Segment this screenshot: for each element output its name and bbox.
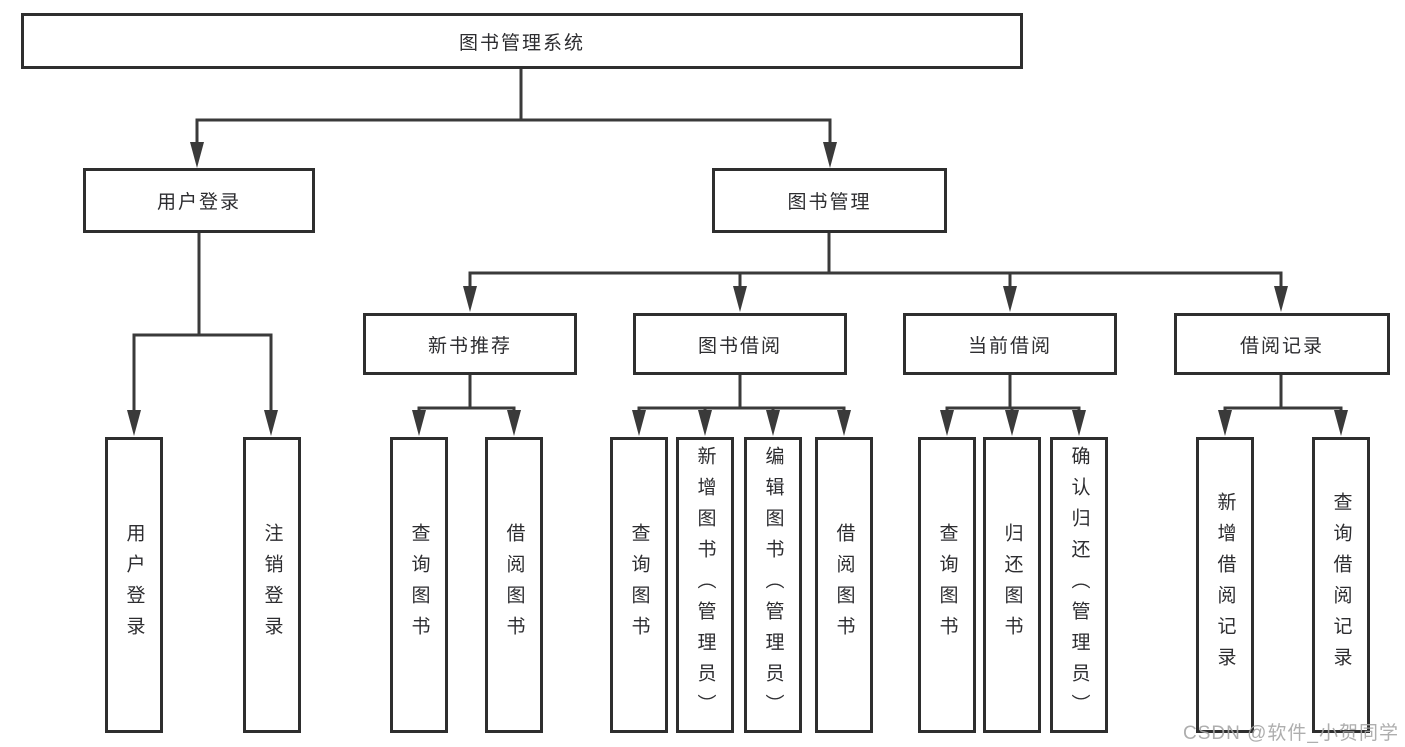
node-label: 查询图书 xyxy=(408,523,430,647)
node-label: 借阅图书 xyxy=(503,523,525,647)
arrowhead-book-management xyxy=(823,142,837,168)
arrowhead-user-login xyxy=(190,142,204,168)
arrowhead-current-borrowing xyxy=(1003,286,1017,312)
node-borrowing-records: 借阅记录 xyxy=(1174,313,1390,375)
node-label: 查询图书 xyxy=(936,523,958,647)
node-label: 图书管理 xyxy=(787,192,872,213)
node-query-books-3: 查询图书 xyxy=(918,437,976,733)
arrowhead-add-books xyxy=(698,410,712,436)
node-label: 用户登录 xyxy=(156,192,241,213)
node-label: 图书借阅 xyxy=(697,335,782,357)
node-label: 确认归还（管理员） xyxy=(1068,445,1090,725)
arrowhead-confirm-return xyxy=(1072,410,1086,436)
connector-level2-bar xyxy=(195,118,832,144)
arrowhead-add-borrow-record xyxy=(1218,410,1232,436)
arrowhead-query-books-3 xyxy=(940,410,954,436)
node-query-books-1: 查询图书 xyxy=(390,437,448,733)
node-borrow-books-1: 借阅图书 xyxy=(485,437,543,733)
connector-current-borrowing-bar xyxy=(945,406,1081,412)
connector-borrowing-records-bar xyxy=(1223,406,1343,412)
node-label: 新增借阅记录 xyxy=(1214,492,1236,678)
arrowhead-query-borrow-record xyxy=(1334,410,1348,436)
node-label: 查询图书 xyxy=(628,523,650,647)
node-label: 借阅图书 xyxy=(833,523,855,647)
arrowhead-borrow-books-1 xyxy=(507,410,521,436)
arrowhead-leaf-logout xyxy=(264,410,278,436)
arrowhead-leaf-user-login xyxy=(127,410,141,436)
node-label: 注销登录 xyxy=(261,523,283,647)
connector-user-login-bar xyxy=(132,333,273,412)
arrowhead-book-borrowing xyxy=(733,286,747,312)
node-borrow-books-2: 借阅图书 xyxy=(815,437,873,733)
node-query-books-2: 查询图书 xyxy=(610,437,668,733)
node-label: 当前借阅 xyxy=(967,335,1052,357)
node-add-borrow-record: 新增借阅记录 xyxy=(1196,437,1254,733)
node-return-books: 归还图书 xyxy=(983,437,1041,733)
node-label: 新增图书（管理员） xyxy=(694,445,716,725)
arrowhead-borrowing-records xyxy=(1274,286,1288,312)
node-label: 查询借阅记录 xyxy=(1330,492,1352,678)
connector-new-book-bar xyxy=(417,406,516,412)
arrowhead-borrow-books-2 xyxy=(837,410,851,436)
node-leaf-logout: 注销登录 xyxy=(243,437,301,733)
arrowhead-query-books-2 xyxy=(632,410,646,436)
node-add-books-admin: 新增图书（管理员） xyxy=(676,437,734,733)
node-book-management: 图书管理 xyxy=(712,168,947,233)
node-user-login: 用户登录 xyxy=(83,168,315,233)
connector-level3-bar xyxy=(468,271,1283,288)
node-leaf-user-login: 用户登录 xyxy=(105,437,163,733)
arrowhead-edit-books xyxy=(766,410,780,436)
connector-book-borrowing-bar xyxy=(637,406,846,412)
node-label: 新书推荐 xyxy=(427,335,512,357)
node-edit-books-admin: 编辑图书（管理员） xyxy=(744,437,802,733)
node-label: 用户登录 xyxy=(123,523,145,647)
arrowhead-query-books-1 xyxy=(412,410,426,436)
node-label: 图书管理系统 xyxy=(458,32,585,54)
node-library-management-system: 图书管理系统 xyxy=(21,13,1023,69)
node-label: 归还图书 xyxy=(1001,523,1023,647)
node-label: 借阅记录 xyxy=(1239,335,1324,357)
arrowhead-new-book-recommend xyxy=(463,286,477,312)
node-book-borrowing: 图书借阅 xyxy=(633,313,847,375)
node-new-book-recommend: 新书推荐 xyxy=(363,313,577,375)
node-label: 编辑图书（管理员） xyxy=(762,445,784,725)
arrowhead-return-books xyxy=(1005,410,1019,436)
node-confirm-return-admin: 确认归还（管理员） xyxy=(1050,437,1108,733)
node-current-borrowing: 当前借阅 xyxy=(903,313,1117,375)
csdn-watermark: CSDN @软件_小贺同学 xyxy=(1183,723,1399,744)
node-query-borrow-record: 查询借阅记录 xyxy=(1312,437,1370,733)
